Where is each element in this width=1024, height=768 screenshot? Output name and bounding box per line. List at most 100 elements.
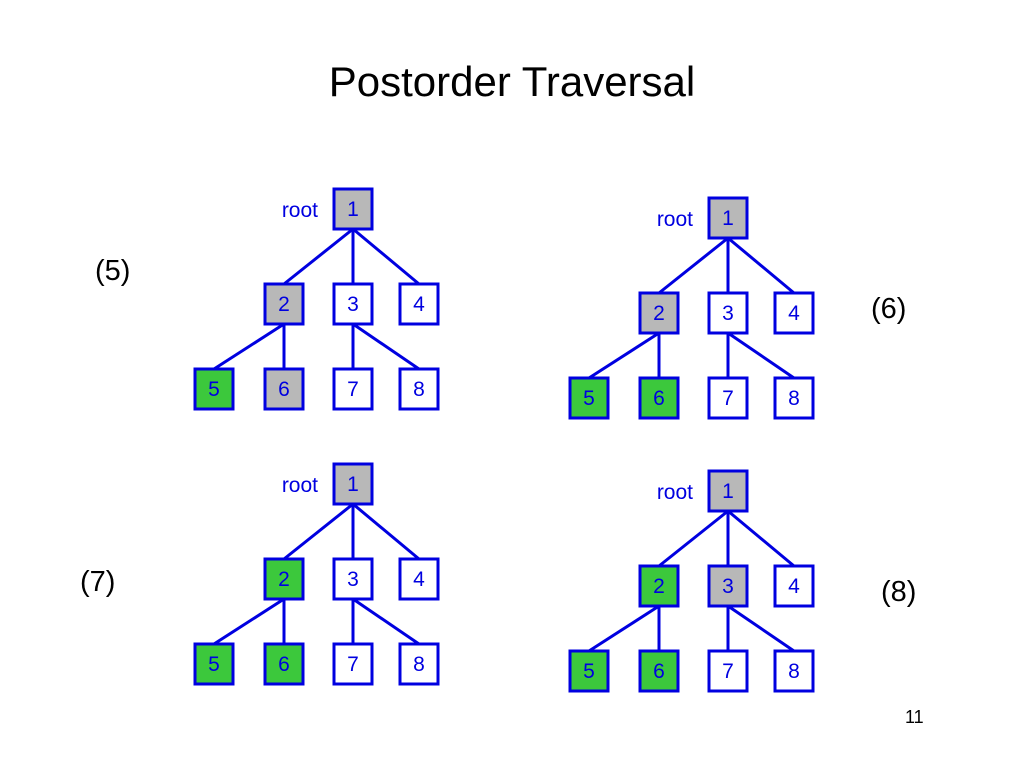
tree-node-5: 5 <box>568 376 610 420</box>
root-label: root <box>282 474 318 497</box>
node-label: 7 <box>347 653 359 676</box>
node-label: 6 <box>653 660 665 683</box>
node-box <box>398 367 440 411</box>
tree-4: 1 2 3 4 5 6 7 8 root <box>568 469 815 693</box>
node-label: 3 <box>347 293 359 316</box>
node-label: 1 <box>722 207 734 230</box>
node-box <box>332 557 374 601</box>
node-box <box>332 642 374 686</box>
node-box <box>707 376 749 420</box>
tree-node-1: 1 <box>707 469 749 513</box>
tree-node-8: 8 <box>773 376 815 420</box>
edge-3-8 <box>727 604 795 653</box>
node-box <box>707 291 749 335</box>
step-label-5: (5) <box>95 255 131 287</box>
node-label: 7 <box>347 378 359 401</box>
edge-3-8 <box>352 322 420 371</box>
node-label: 6 <box>278 653 290 676</box>
tree-node-6: 6 <box>263 367 305 411</box>
node-label: 2 <box>653 575 665 598</box>
edge-3-8 <box>352 597 420 646</box>
node-label: 4 <box>413 568 425 591</box>
node-box <box>263 642 305 686</box>
tree-node-4: 4 <box>773 564 815 608</box>
node-box <box>263 367 305 411</box>
tree-node-2: 2 <box>638 291 680 335</box>
tree-node-2: 2 <box>638 564 680 608</box>
node-label: 8 <box>413 378 425 401</box>
node-box <box>638 376 680 420</box>
node-label: 3 <box>722 575 734 598</box>
node-box <box>773 564 815 608</box>
root-label: root <box>657 208 693 231</box>
node-label: 7 <box>722 387 734 410</box>
edge-2-5 <box>213 597 285 646</box>
tree-node-8: 8 <box>773 649 815 693</box>
edge-1-4 <box>727 236 795 295</box>
edge-2-5 <box>213 322 285 371</box>
tree-node-7: 7 <box>332 642 374 686</box>
tree-node-4: 4 <box>398 282 440 326</box>
node-label: 6 <box>278 378 290 401</box>
node-label: 4 <box>413 293 425 316</box>
tree-node-3: 3 <box>332 557 374 601</box>
root-label: root <box>657 481 693 504</box>
node-box <box>773 291 815 335</box>
node-label: 1 <box>722 480 734 503</box>
node-label: 3 <box>722 302 734 325</box>
step-label-6: (6) <box>871 293 907 325</box>
page-number: 11 <box>905 707 924 727</box>
tree-node-3: 3 <box>707 291 749 335</box>
tree-node-4: 4 <box>398 557 440 601</box>
node-label: 2 <box>278 293 290 316</box>
tree-node-7: 7 <box>707 649 749 693</box>
edge-1-2 <box>658 236 729 295</box>
node-box <box>638 649 680 693</box>
tree-node-5: 5 <box>193 642 235 686</box>
node-box <box>193 642 235 686</box>
tree-node-1: 1 <box>707 196 749 240</box>
edge-1-2 <box>283 502 354 561</box>
tree-node-8: 8 <box>398 642 440 686</box>
tree-node-7: 7 <box>332 367 374 411</box>
node-label: 7 <box>722 660 734 683</box>
step-label-7: (7) <box>80 566 116 598</box>
node-label: 4 <box>788 302 800 325</box>
node-label: 1 <box>347 473 359 496</box>
tree-node-2: 2 <box>263 282 305 326</box>
node-label: 8 <box>788 387 800 410</box>
node-label: 8 <box>788 660 800 683</box>
tree-node-3: 3 <box>707 564 749 608</box>
node-box <box>398 557 440 601</box>
edge-1-2 <box>658 509 729 568</box>
node-label: 5 <box>208 378 220 401</box>
node-box <box>263 282 305 326</box>
node-box <box>707 469 749 513</box>
node-label: 2 <box>278 568 290 591</box>
node-box <box>707 196 749 240</box>
node-box <box>773 376 815 420</box>
edge-2-5 <box>588 604 660 653</box>
node-box <box>638 564 680 608</box>
tree-node-7: 7 <box>707 376 749 420</box>
tree-node-1: 1 <box>332 187 374 231</box>
edge-1-4 <box>727 509 795 568</box>
edge-1-4 <box>352 227 420 286</box>
node-box <box>398 642 440 686</box>
edge-1-2 <box>283 227 354 286</box>
node-box <box>332 367 374 411</box>
node-label: 8 <box>413 653 425 676</box>
node-box <box>193 367 235 411</box>
node-box <box>332 282 374 326</box>
node-box <box>568 376 610 420</box>
node-box <box>568 649 610 693</box>
tree-node-6: 6 <box>638 376 680 420</box>
node-box <box>707 649 749 693</box>
node-label: 2 <box>653 302 665 325</box>
tree-node-3: 3 <box>332 282 374 326</box>
tree-3: 1 2 3 4 5 6 7 8 root <box>193 462 440 686</box>
node-box <box>707 564 749 608</box>
tree-node-5: 5 <box>568 649 610 693</box>
